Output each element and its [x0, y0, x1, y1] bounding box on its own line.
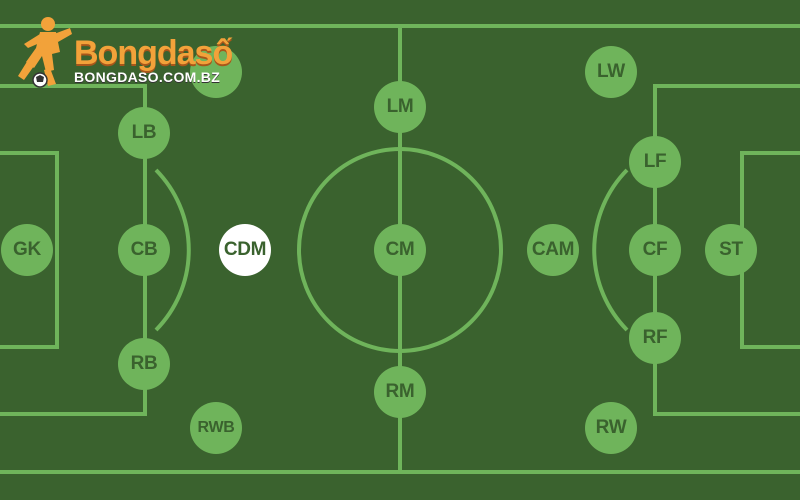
position-lf[interactable]: LF	[629, 136, 681, 188]
position-rm[interactable]: RM	[374, 366, 426, 418]
position-rwb[interactable]: RWB	[190, 402, 242, 454]
position-rb[interactable]: RB	[118, 338, 170, 390]
logo-brand-text: Bongdasố	[74, 34, 233, 72]
position-lm[interactable]: LM	[374, 81, 426, 133]
position-rw[interactable]: RW	[585, 402, 637, 454]
position-lw[interactable]: LW	[585, 46, 637, 98]
position-cb[interactable]: CB	[118, 224, 170, 276]
site-logo[interactable]: Bongdasố BONGDASO.COM.BZ	[10, 14, 272, 88]
position-cdm[interactable]: CDM	[219, 224, 271, 276]
position-cm[interactable]: CM	[374, 224, 426, 276]
position-lb[interactable]: LB	[118, 107, 170, 159]
position-cf[interactable]: CF	[629, 224, 681, 276]
position-gk[interactable]: GK	[1, 224, 53, 276]
position-st[interactable]: ST	[705, 224, 757, 276]
position-hidden-circle	[190, 46, 242, 98]
position-cam[interactable]: CAM	[527, 224, 579, 276]
logo-url-text: BONGDASO.COM.BZ	[74, 69, 221, 85]
football-player-icon	[18, 17, 72, 88]
position-rf[interactable]: RF	[629, 312, 681, 364]
